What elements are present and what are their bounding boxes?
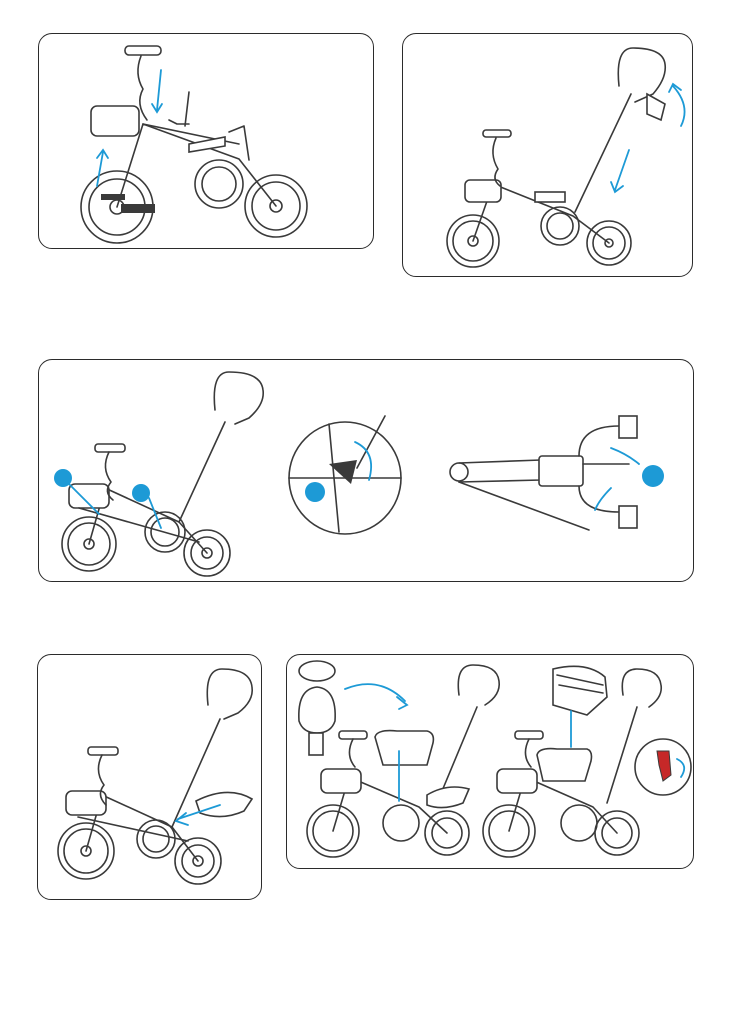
callout-circle-icon	[642, 465, 664, 487]
rotation-arrow-icon	[611, 448, 639, 464]
arrow-icon	[615, 150, 629, 190]
step-panel-seat-canopy	[286, 654, 694, 869]
step-panel-push-handle	[402, 33, 693, 277]
step-panel-handlebar	[38, 33, 374, 249]
step-panel-handle-cable	[38, 359, 694, 582]
callout-circle-icon	[132, 484, 150, 502]
arrow-icon	[157, 70, 161, 110]
rotation-arrow-icon	[673, 86, 685, 126]
rotation-arrow-icon	[345, 684, 405, 701]
tricycle-illustration	[39, 360, 694, 582]
tricycle-illustration	[287, 655, 694, 869]
tricycle-illustration	[39, 34, 374, 249]
step-panel-footrest	[37, 654, 262, 900]
callout-circle-icon	[305, 482, 325, 502]
tricycle-illustration	[403, 34, 693, 277]
tricycle-illustration	[38, 655, 262, 900]
